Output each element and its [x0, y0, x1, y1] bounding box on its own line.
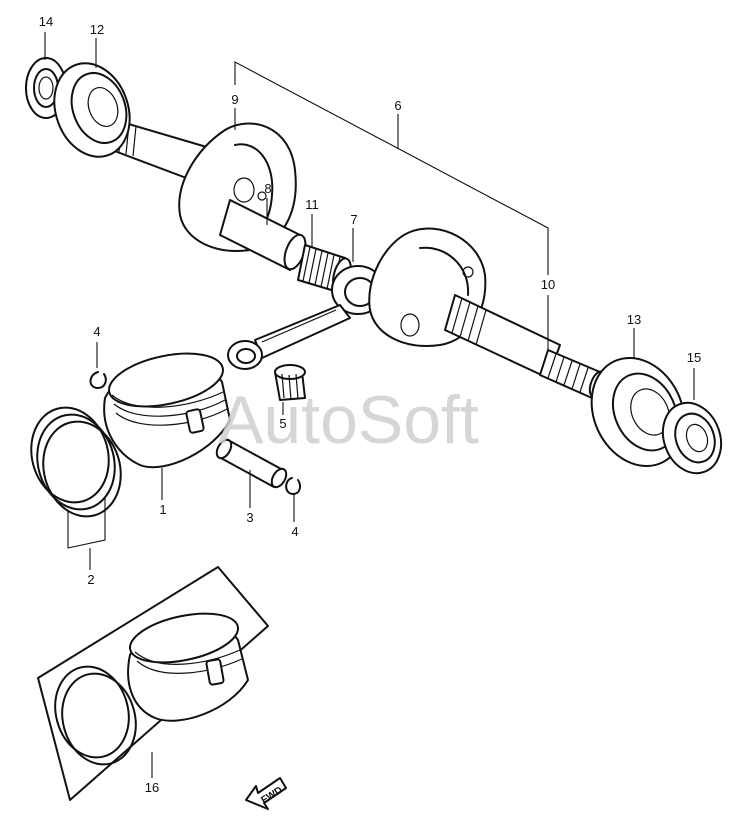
part-piston-1	[103, 352, 231, 469]
part-right-crank-half	[368, 227, 606, 399]
callout-5: 5	[279, 416, 286, 431]
callout-9: 9	[231, 92, 238, 107]
callout-10: 10	[541, 277, 555, 292]
forward-arrow-icon: FWD	[245, 777, 287, 810]
part-circlip-4-lower	[285, 477, 302, 495]
callout-3: 3	[246, 510, 253, 525]
callout-6: 6	[394, 98, 401, 113]
part-piston-pin-3	[215, 438, 288, 489]
callout-labels: 14 12 9 6 8 11 7 10 13 15 4 5 1 3 4 2 16	[39, 14, 701, 795]
callout-15: 15	[687, 350, 701, 365]
callout-8: 8	[264, 181, 271, 196]
part-piston-kit-16	[37, 566, 269, 801]
part-circlip-4-upper	[89, 371, 107, 389]
callout-16: 16	[145, 780, 159, 795]
leader-lines	[44, 32, 695, 778]
part-oil-seal-15	[661, 401, 723, 475]
callout-4-upper: 4	[93, 324, 100, 339]
part-piston-rings-2	[30, 406, 122, 518]
callout-7: 7	[350, 212, 357, 227]
callout-14: 14	[39, 14, 53, 29]
callout-4-lower: 4	[291, 524, 298, 539]
part-left-crank-half	[111, 119, 307, 271]
callout-13: 13	[627, 312, 641, 327]
part-small-end-bearing-5	[274, 364, 306, 401]
callout-12: 12	[90, 22, 104, 37]
part-bearing-13	[590, 356, 686, 468]
watermark-text: AutoSoft	[218, 382, 479, 458]
callout-11: 11	[305, 197, 319, 212]
callout-1: 1	[159, 502, 166, 517]
callout-2: 2	[87, 572, 94, 587]
part-bearing-12	[53, 62, 131, 158]
